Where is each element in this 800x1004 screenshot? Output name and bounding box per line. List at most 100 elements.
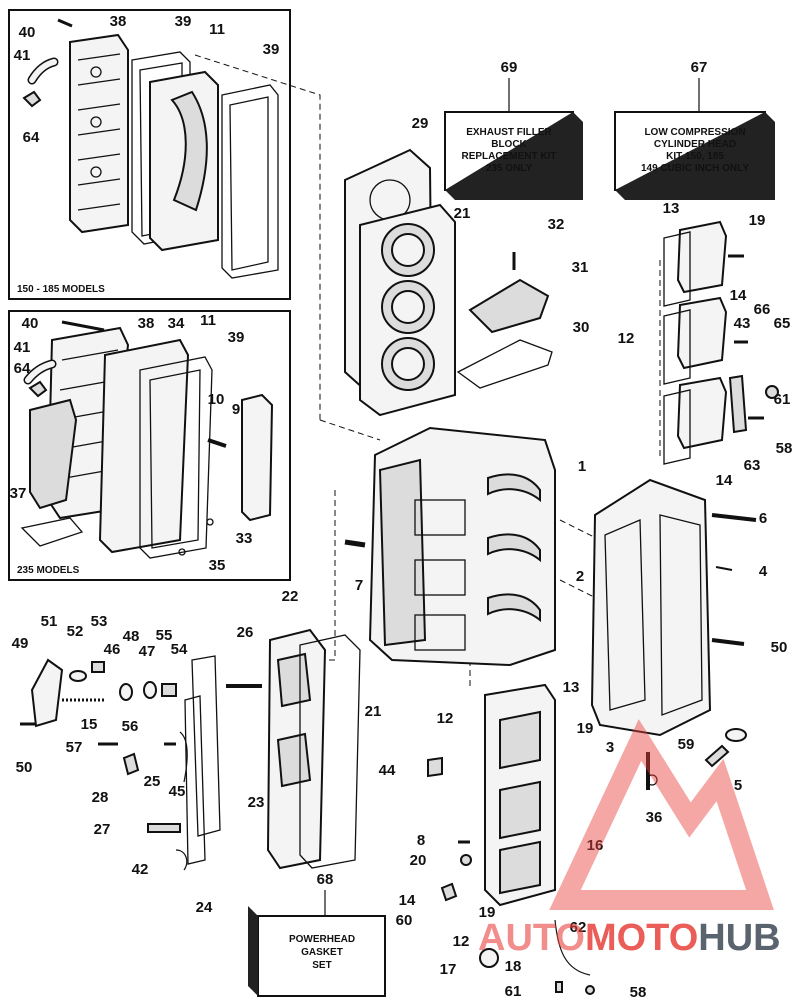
callout-1: 1: [578, 458, 586, 475]
kit-line: KIT 150, 185: [666, 151, 724, 162]
callout-69: 69: [501, 59, 518, 76]
exhaust-cover-lower-part: [266, 628, 327, 870]
kit-line: POWERHEAD: [289, 934, 355, 945]
callout-65: 65: [774, 315, 791, 332]
callout-50: 50: [771, 639, 788, 656]
callout-21: 21: [454, 205, 471, 222]
callout-52: 52: [67, 623, 84, 640]
gasket-part: [221, 84, 279, 279]
callout-19: 19: [577, 720, 594, 737]
callout-26: 26: [237, 624, 254, 641]
callout-12: 12: [437, 710, 454, 727]
callout-55: 55: [156, 627, 173, 644]
callout-14: 14: [399, 892, 416, 909]
callout-32: 32: [548, 216, 565, 233]
kit-box-69: 69 EXHAUST FILLER BLOCK REPLACEMENT KIT …: [444, 59, 583, 200]
callout-41: 41: [14, 339, 31, 356]
callout-18: 18: [505, 958, 522, 975]
callout-61: 61: [774, 391, 791, 408]
callout-51: 51: [41, 613, 58, 630]
callout-39: 39: [175, 13, 192, 30]
exhaust-cover-part: [69, 33, 129, 234]
callout-38: 38: [138, 315, 155, 332]
inset-caption: 150 - 185 MODELS: [17, 284, 105, 295]
callout-9: 9: [232, 401, 240, 418]
callout-2: 2: [576, 568, 584, 585]
kit-box-68: 68 POWERHEAD GASKET SET: [248, 871, 386, 997]
callout-58: 58: [630, 984, 647, 1001]
callout-31: 31: [572, 259, 589, 276]
callout-42: 42: [132, 861, 149, 878]
callout-58: 58: [776, 440, 793, 457]
filler-block-part: [468, 278, 550, 334]
callout-21: 21: [365, 703, 382, 720]
callout-24: 24: [196, 899, 213, 916]
callout-50: 50: [16, 759, 33, 776]
callout-43: 43: [734, 315, 751, 332]
callout-28: 28: [92, 789, 109, 806]
callout-60: 60: [396, 912, 413, 929]
callout-11: 11: [209, 21, 225, 38]
callout-56: 56: [122, 718, 139, 735]
callout-4: 4: [759, 563, 768, 580]
watermark-middle: MOTO: [585, 917, 698, 959]
callout-14: 14: [730, 287, 747, 304]
kit-line: BLOCK: [491, 139, 527, 150]
exhaust-cover-gasket: [299, 634, 361, 869]
callout-53: 53: [91, 613, 108, 630]
inset-frame: [8, 9, 291, 300]
exhaust-baffle-part: [149, 70, 219, 252]
callout-12: 12: [618, 330, 635, 347]
callout-44: 44: [379, 762, 396, 779]
callout-38: 38: [110, 13, 127, 30]
callout-25: 25: [144, 773, 161, 790]
callout-46: 46: [104, 641, 121, 658]
callout-7: 7: [355, 577, 363, 594]
callout-48: 48: [123, 628, 140, 645]
callout-13: 13: [663, 200, 680, 217]
callout-29: 29: [412, 115, 429, 132]
callout-41: 41: [14, 47, 31, 64]
callout-10: 10: [208, 391, 225, 408]
kit-line: 235 ONLY: [486, 163, 533, 174]
callout-45: 45: [169, 783, 186, 800]
callout-5: 5: [734, 777, 742, 794]
callout-23: 23: [248, 794, 265, 811]
callout-57: 57: [66, 739, 83, 756]
inset-150-185-models: 150 - 185 MODELS: [8, 9, 291, 300]
reed-plate-stack-upper: [663, 220, 779, 465]
callout-16: 16: [587, 837, 604, 854]
callout-11: 11: [200, 312, 216, 329]
callout-59: 59: [678, 736, 695, 753]
kit-line: LOW COMPRESSION: [644, 127, 745, 138]
callout-19: 19: [749, 212, 766, 229]
inset-235-models: 235 MODELS: [8, 310, 291, 581]
kit-line: 149 CUBIC INCH ONLY: [641, 163, 749, 174]
callout-63: 63: [744, 457, 761, 474]
callout-33: 33: [236, 530, 253, 547]
watermark-prefix: AUTO: [478, 917, 585, 959]
callout-34: 34: [168, 315, 185, 332]
callout-36: 36: [646, 809, 663, 826]
callout-40: 40: [19, 24, 36, 41]
inset-caption: 235 MODELS: [17, 565, 80, 576]
callout-49: 49: [12, 635, 29, 652]
callout-12: 12: [453, 933, 470, 950]
callout-67: 67: [691, 59, 708, 76]
filler-gasket-part: [456, 339, 553, 389]
callout-64: 64: [23, 129, 40, 146]
callout-39: 39: [228, 329, 245, 346]
callout-19: 19: [479, 904, 496, 921]
callout-54: 54: [171, 641, 188, 658]
callout-40: 40: [22, 315, 39, 332]
callout-39: 39: [263, 41, 280, 58]
kit-box-67: 67 LOW COMPRESSION CYLINDER HEAD KIT 150…: [614, 59, 775, 200]
reed-housing-part: [484, 683, 556, 907]
callout-37: 37: [10, 485, 27, 502]
kit-line: EXHAUST FILLER: [466, 127, 552, 138]
callout-35: 35: [209, 557, 226, 574]
watermark-logo-triangle: [549, 719, 774, 910]
kit-line: GASKET: [301, 947, 343, 958]
